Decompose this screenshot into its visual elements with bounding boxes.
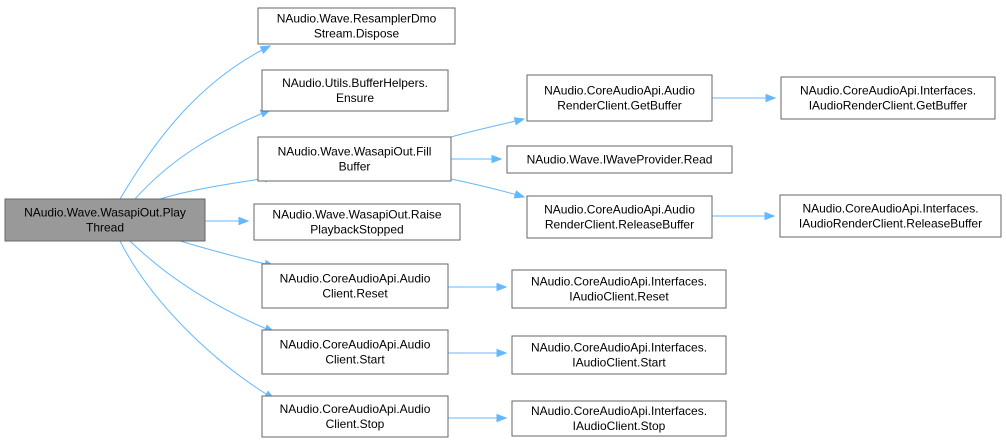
edge-root-to-resampler_dispose (119, 45, 272, 200)
arrowhead-icon (513, 190, 526, 199)
node-box (526, 74, 713, 122)
node-box (526, 195, 713, 239)
edge-root-to-fill_buffer (159, 174, 276, 200)
node-label-line: NAudio.Wave.WasapiOut.Raise (272, 208, 442, 222)
node-box (261, 263, 449, 309)
node-i-render-releasebuffer[interactable]: NAudio.CoreAudioApi.Interfaces.IAudioRen… (779, 194, 1002, 238)
node-label-line: NAudio.CoreAudioApi.Interfaces. (802, 202, 978, 216)
node-box (511, 269, 727, 309)
node-label-line: NAudio.Wave.WasapiOut.Play (24, 206, 186, 220)
node-box (511, 335, 727, 375)
node-label-line: NAudio.Wave.WasapiOut.Fill (278, 145, 432, 159)
node-label-line: NAudio.CoreAudioApi.Interfaces. (531, 275, 707, 289)
node-label-line: IAudioRenderClient.GetBuffer (809, 99, 968, 113)
node-label-line: NAudio.CoreAudioApi.Audio (280, 272, 431, 286)
arrowhead-icon (496, 413, 508, 423)
node-box (4, 198, 206, 242)
arrowhead-icon (765, 93, 777, 103)
edge-root-to-client_start (129, 240, 276, 333)
node-label-line: Client.Start (325, 353, 385, 367)
node-label-line: NAudio.Wave.ResamplerDmo (277, 12, 437, 26)
node-label-line: NAudio.Utils.BufferHelpers. (282, 76, 428, 90)
arrowhead-icon (491, 154, 503, 164)
edge-fill_buffer-to-render_releasebuffer (450, 178, 526, 199)
node-box (780, 76, 996, 120)
node-label-line: RenderClient.ReleaseBuffer (545, 218, 694, 232)
node-label-line: Buffer (339, 160, 371, 174)
node-box (506, 145, 733, 174)
node-label-line: NAudio.Wave.IWaveProvider.Read (527, 153, 713, 167)
arrowhead-icon (764, 211, 776, 221)
node-label-line: NAudio.CoreAudioApi.Audio (280, 338, 431, 352)
node-label-line: Client.Stop (326, 417, 385, 431)
edge-client_stop-to-i_client_stop (448, 413, 508, 423)
node-i-client-start[interactable]: NAudio.CoreAudioApi.Interfaces.IAudioCli… (511, 335, 727, 375)
edge-client_start-to-i_client_start (448, 348, 508, 358)
node-box (261, 329, 449, 375)
node-label-line: Thread (86, 221, 124, 235)
node-label-line: NAudio.CoreAudioApi.Audio (544, 203, 695, 217)
node-client-stop[interactable]: NAudio.CoreAudioApi.AudioClient.Stop (261, 395, 449, 438)
node-label-line: Stream.Dispose (314, 27, 400, 41)
node-label-line: NAudio.CoreAudioApi.Audio (544, 84, 695, 98)
node-render-getbuffer[interactable]: NAudio.CoreAudioApi.AudioRenderClient.Ge… (526, 74, 713, 122)
edge-root-to-client_reset (179, 240, 276, 268)
arrowhead-icon (496, 348, 508, 358)
node-waveprovider-read[interactable]: NAudio.Wave.IWaveProvider.Read (506, 145, 733, 174)
node-box (257, 7, 456, 45)
node-label-line: NAudio.CoreAudioApi.Interfaces. (800, 84, 976, 98)
node-buffer-ensure[interactable]: NAudio.Utils.BufferHelpers.Ensure (261, 69, 449, 112)
node-label-line: PlaybackStopped (310, 223, 403, 237)
node-label-line: IAudioClient.Reset (569, 290, 669, 304)
node-i-client-stop[interactable]: NAudio.CoreAudioApi.Interfaces.IAudioCli… (511, 400, 727, 437)
node-label-line: IAudioClient.Start (572, 356, 666, 370)
node-box (253, 203, 461, 241)
node-render-releasebuffer[interactable]: NAudio.CoreAudioApi.AudioRenderClient.Re… (526, 195, 713, 239)
node-label-line: RenderClient.GetBuffer (557, 99, 682, 113)
node-label-line: IAudioRenderClient.ReleaseBuffer (799, 217, 982, 231)
node-label-line: Client.Reset (322, 287, 388, 301)
node-label-line: IAudioClient.Stop (573, 419, 666, 433)
arrowhead-icon (496, 282, 508, 292)
node-box (261, 395, 449, 438)
edge-fill_buffer-to-render_getbuffer (450, 117, 526, 138)
edge-render_releasebuffer-to-i_render_releasebuffer (712, 211, 776, 221)
edge-client_reset-to-i_client_reset (448, 282, 508, 292)
node-i-render-getbuffer[interactable]: NAudio.CoreAudioApi.Interfaces.IAudioRen… (780, 76, 996, 120)
node-box (779, 194, 1002, 238)
node-box (511, 400, 727, 437)
node-label-line: NAudio.CoreAudioApi.Interfaces. (531, 404, 707, 418)
edge-root-to-buffer_ensure (134, 109, 272, 200)
edge-root-to-client_stop (119, 240, 276, 400)
arrowhead-icon (238, 216, 250, 226)
node-client-start[interactable]: NAudio.CoreAudioApi.AudioClient.Start (261, 329, 449, 375)
arrowhead-icon (259, 45, 272, 54)
node-label-line: Ensure (336, 91, 374, 105)
node-client-reset[interactable]: NAudio.CoreAudioApi.AudioClient.Reset (261, 263, 449, 309)
node-label-line: NAudio.CoreAudioApi.Audio (280, 402, 431, 416)
edge-fill_buffer-to-waveprovider_read (451, 154, 503, 164)
edge-render_getbuffer-to-i_render_getbuffer (712, 93, 777, 103)
node-box (261, 69, 449, 112)
node-box (257, 136, 452, 182)
node-i-client-reset[interactable]: NAudio.CoreAudioApi.Interfaces.IAudioCli… (511, 269, 727, 309)
arrowhead-icon (513, 117, 526, 126)
edge-root-to-raise_stopped (205, 216, 250, 226)
node-label-line: NAudio.CoreAudioApi.Interfaces. (531, 341, 707, 355)
node-raise-stopped[interactable]: NAudio.Wave.WasapiOut.RaisePlaybackStopp… (253, 203, 461, 241)
